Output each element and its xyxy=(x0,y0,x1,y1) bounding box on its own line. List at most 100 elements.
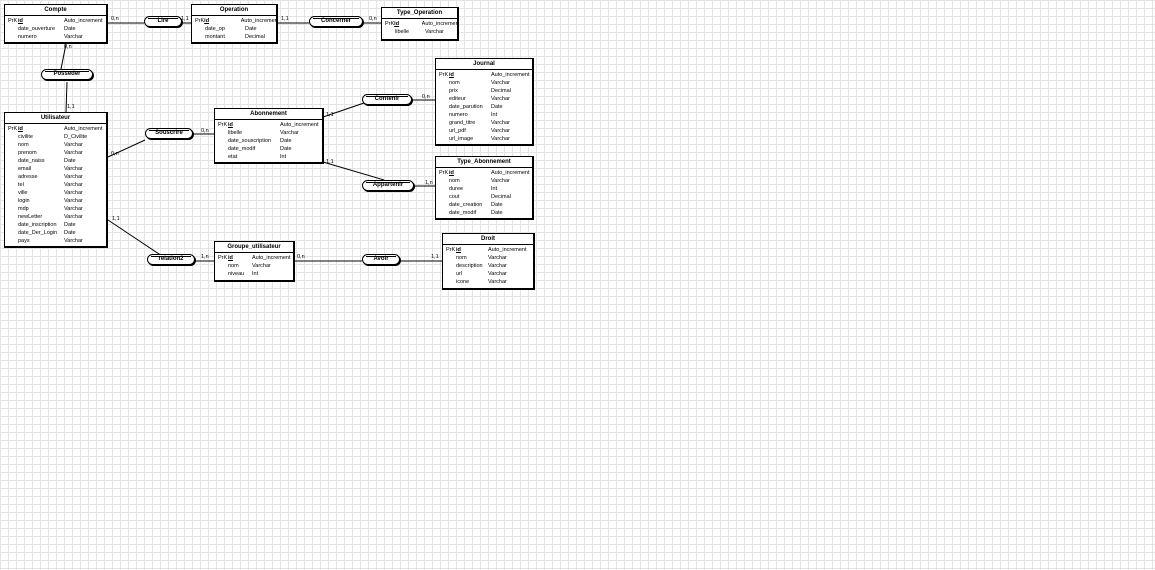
field-type: Varchar xyxy=(280,130,299,136)
field-name: etat xyxy=(228,154,238,160)
field-type: Varchar xyxy=(64,198,83,204)
field-type: Int xyxy=(252,271,259,277)
field-type: Auto_increment xyxy=(421,21,457,27)
field-name: date_modif xyxy=(449,210,477,216)
field-name: url_pdf xyxy=(449,128,466,134)
field-key xyxy=(446,254,456,262)
field-key xyxy=(439,119,449,127)
field-type: Auto_increment xyxy=(488,247,527,253)
field-key xyxy=(446,262,456,270)
field-type: Varchar xyxy=(491,120,510,126)
field-name: civilite xyxy=(18,134,33,140)
relation-relation2[interactable]: relation2 xyxy=(147,254,195,265)
field-name: nom xyxy=(228,263,239,269)
field-name: icone xyxy=(456,279,470,285)
field-key: PrK xyxy=(218,255,228,261)
entity-title: Type_Abonnement xyxy=(436,157,532,168)
field-type: Auto_increment xyxy=(252,255,291,261)
field-type: Int xyxy=(491,112,498,118)
field-key xyxy=(218,137,228,145)
field-type: Varchar xyxy=(64,142,83,148)
link-posseder-utilisateur xyxy=(65,81,68,113)
field-key xyxy=(8,141,18,149)
field-name: date_Der_Login xyxy=(18,230,58,236)
field-key xyxy=(8,149,18,157)
field-key xyxy=(439,193,449,201)
field-key xyxy=(439,79,449,87)
entity-title: Abonnement xyxy=(215,109,322,120)
field-name: email xyxy=(18,166,32,172)
entity-field-row: url_pdf Varchar xyxy=(439,127,532,135)
field-type: Decimal xyxy=(245,34,265,40)
cardinality-label: 1,1 xyxy=(181,16,189,22)
relation-lire[interactable]: Lire xyxy=(144,16,182,27)
field-key xyxy=(8,173,18,181)
field-key xyxy=(439,103,449,111)
field-name: prix xyxy=(449,88,458,94)
field-name: libelle xyxy=(395,29,410,35)
field-type: Varchar xyxy=(64,214,83,220)
relation-souscrire[interactable]: Souscrire xyxy=(145,128,193,139)
field-name: pays xyxy=(18,238,30,244)
field-name: date_op xyxy=(205,26,225,32)
field-type: Varchar xyxy=(491,96,510,102)
field-key xyxy=(439,209,449,217)
cardinality-label: 0,n xyxy=(64,44,72,50)
field-name: id xyxy=(18,126,23,132)
relation-contenir[interactable]: Contenir xyxy=(362,94,412,105)
field-name: id xyxy=(228,255,233,261)
field-type: Varchar xyxy=(491,136,510,142)
field-type: Varchar xyxy=(491,128,510,134)
field-name: date_naiss xyxy=(18,158,45,164)
field-key xyxy=(8,157,18,165)
cardinality-label: 0,n xyxy=(201,128,209,134)
field-type: Varchar xyxy=(64,174,83,180)
entity-title: Type_Operation xyxy=(382,8,457,19)
field-type: Varchar xyxy=(64,166,83,172)
field-name: editeur xyxy=(449,96,466,102)
field-name: nom xyxy=(449,178,460,184)
relation-appartenir[interactable]: Appartenir xyxy=(362,180,414,191)
field-name: date_modif xyxy=(228,146,256,152)
field-name: cout xyxy=(449,194,460,200)
field-key xyxy=(446,270,456,278)
field-type: Varchar xyxy=(491,80,510,86)
field-type: Varchar xyxy=(488,279,507,285)
field-name: id xyxy=(18,18,23,24)
relation-concerner[interactable]: Concerner xyxy=(309,16,363,27)
field-key xyxy=(446,278,456,286)
field-key xyxy=(8,221,18,229)
field-key xyxy=(439,111,449,119)
field-name: grand_titre xyxy=(449,120,476,126)
relation-posseder[interactable]: Posseder xyxy=(41,69,93,80)
cardinality-label: 0,n xyxy=(297,254,305,260)
field-type: Date xyxy=(491,104,503,110)
relation-avoir[interactable]: Avoir xyxy=(362,254,400,265)
field-type: Date xyxy=(280,138,292,144)
field-key xyxy=(8,213,18,221)
